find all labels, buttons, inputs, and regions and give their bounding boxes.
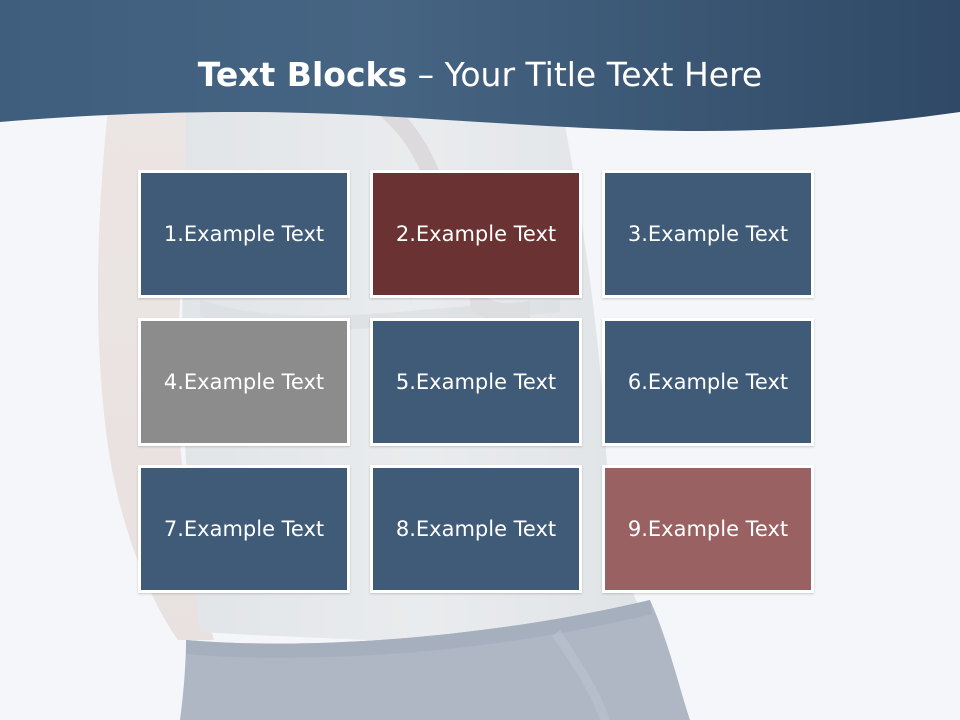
text-block-9[interactable]: 9.Example Text xyxy=(602,465,814,593)
title-subtitle: Your Title Text Here xyxy=(444,55,763,94)
text-block-7[interactable]: 7.Example Text xyxy=(138,465,350,593)
text-block-3[interactable]: 3.Example Text xyxy=(602,170,814,298)
text-block-8[interactable]: 8.Example Text xyxy=(370,465,582,593)
text-block-4[interactable]: 4.Example Text xyxy=(138,318,350,446)
text-block-1[interactable]: 1.Example Text xyxy=(138,170,350,298)
title-dash: – xyxy=(407,55,445,94)
slide-title: Text Blocks – Your Title Text Here xyxy=(0,50,960,100)
title-bold: Text Blocks xyxy=(197,55,408,94)
text-block-2[interactable]: 2.Example Text xyxy=(370,170,582,298)
text-block-grid: 1.Example Text 2.Example Text 3.Example … xyxy=(138,170,816,594)
header-band xyxy=(0,0,960,132)
text-block-6[interactable]: 6.Example Text xyxy=(602,318,814,446)
text-block-5[interactable]: 5.Example Text xyxy=(370,318,582,446)
